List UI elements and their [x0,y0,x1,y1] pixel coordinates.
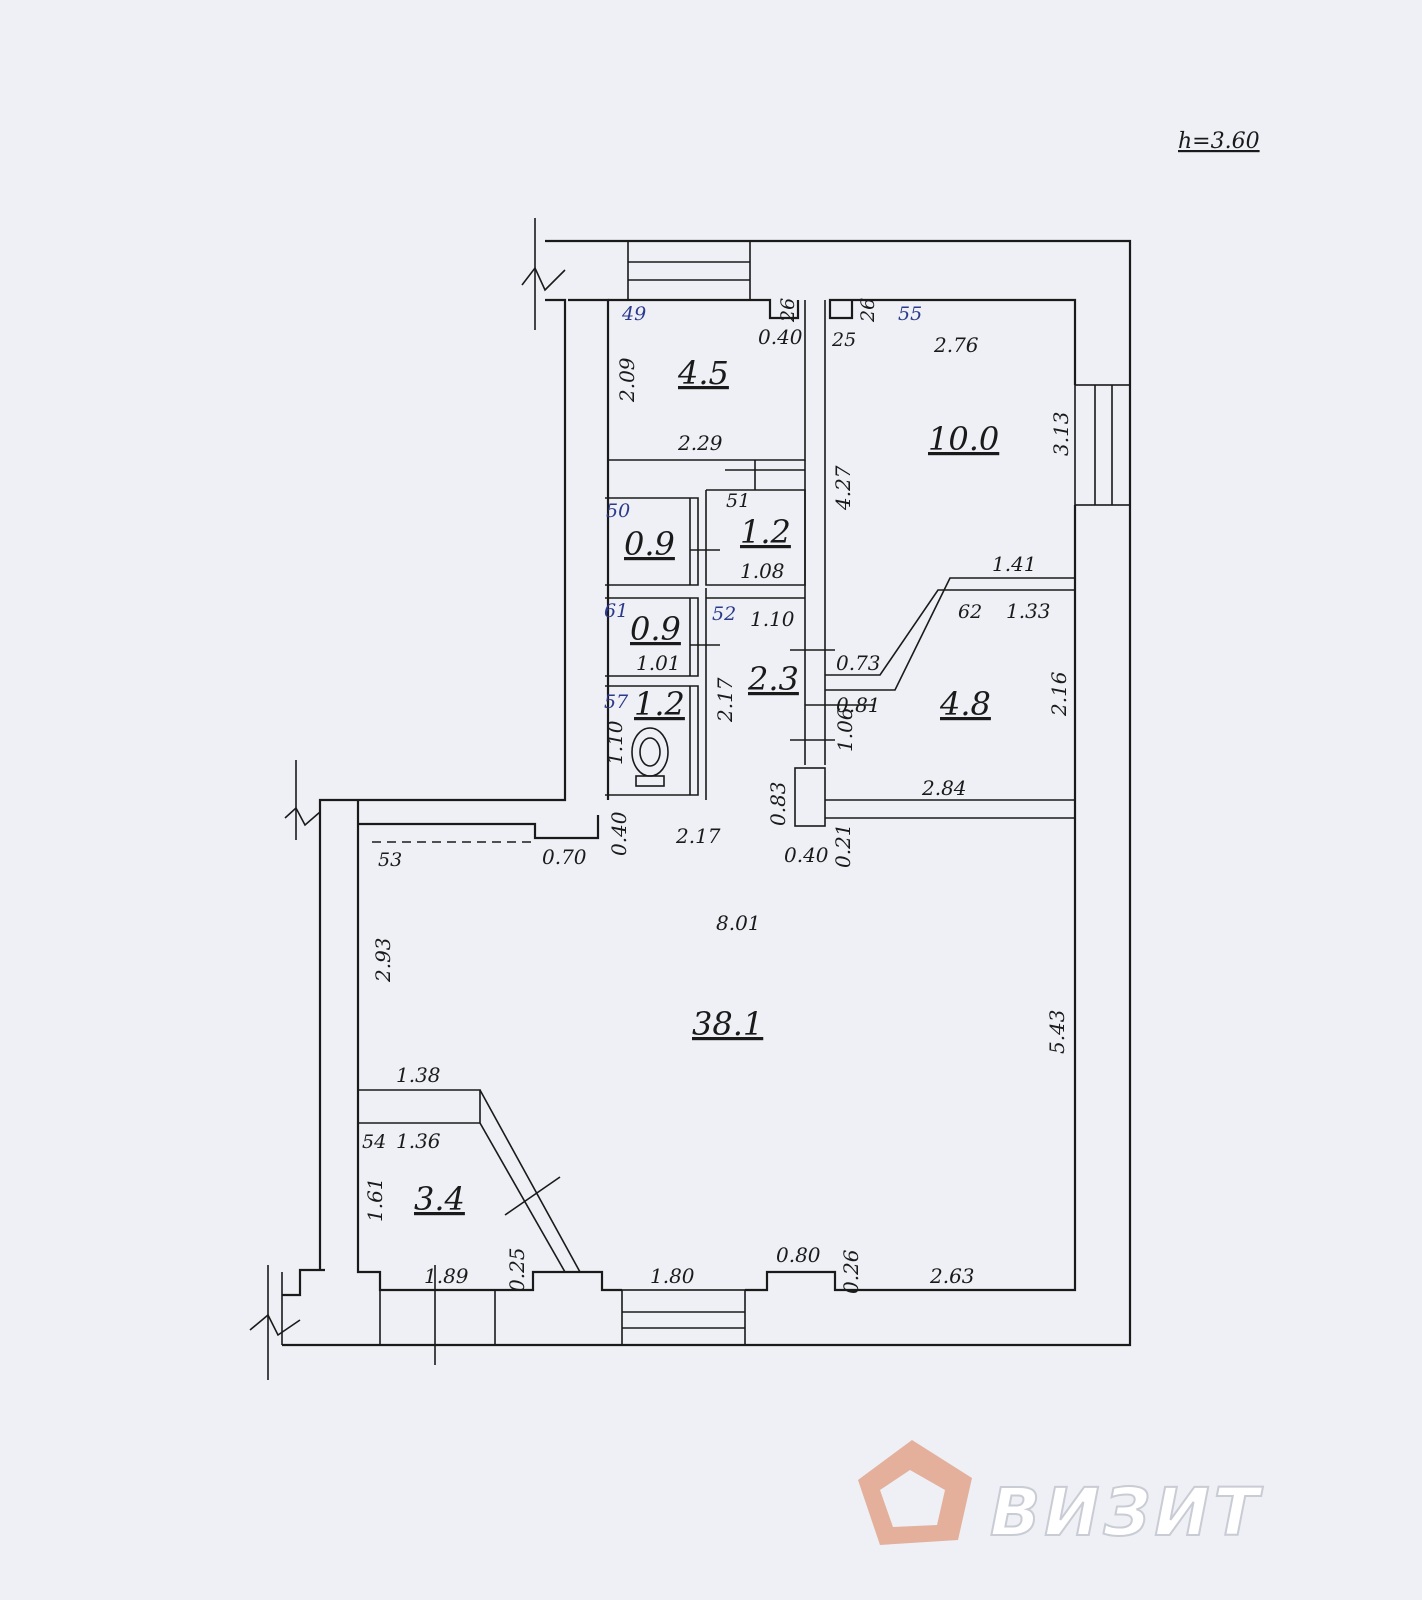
dimension: 1.33 [1006,599,1051,623]
window-bottom-left [379,1265,496,1365]
dimension: 0.40 [758,325,803,349]
dimension: 2.17 [713,677,737,723]
room-number: 52 [712,603,736,625]
dimension: 0.83 [766,781,790,826]
dimension: 2.76 [933,333,979,357]
dimension: 26 [857,298,879,323]
window-top [627,240,751,301]
dimension: 3.13 [1049,411,1073,456]
dimension: 1.10 [750,607,795,631]
dimension: 1.08 [740,559,785,583]
dimension: 0.70 [542,845,587,869]
dimension: 1.61 [363,1177,387,1222]
room-area: 0.9 [624,525,675,563]
dimension-labels: 2.09 2.29 0.40 26 25 26 2.76 3.13 4.27 1… [363,298,1073,1294]
dimension: 1.38 [396,1063,441,1087]
room-number: 55 [898,303,922,325]
dimension: 0.80 [776,1243,821,1267]
room-area: 2.3 [747,660,799,698]
window-bottom [621,1289,746,1346]
dimension: 2.17 [675,824,721,848]
dimension: 0.73 [836,651,881,675]
room-number: 61 [604,600,628,622]
dimension: 0.81 [836,693,881,717]
room-area: 1.2 [740,513,791,551]
room-number: 49 [621,303,646,325]
dimension: 25 [831,329,856,351]
dimension: 1.89 [424,1264,469,1288]
dimension: 0.40 [607,811,631,856]
dimension: 2.63 [929,1264,975,1288]
dimension: 8.01 [716,911,761,935]
dimension: 0.26 [839,1249,863,1294]
room-area: 3.4 [414,1180,465,1218]
room-number: 51 [726,490,750,512]
room-labels: 49 4.5 55 10.0 50 0.9 51 1.2 61 0.9 52 2… [362,303,999,1218]
dimension: 0.40 [784,843,829,867]
dimension: 1.10 [603,720,627,765]
room-number: 50 [606,500,630,522]
dimension: 1.01 [636,651,681,675]
dimension: 2.29 [677,431,723,455]
ceiling-height-label: h=3.60 [1178,129,1260,154]
dimension: 26 [777,298,799,323]
window-right [1074,384,1131,506]
dimension: 2.93 [371,937,395,983]
room-number: 57 [604,691,629,713]
room-area: 0.9 [630,610,681,648]
dimension: 2.09 [615,357,639,403]
toilet-icon [631,727,669,787]
dimension: 5.43 [1045,1009,1069,1054]
brand-logo-text: ВИЗИТ [990,1474,1264,1551]
dimension: 0.25 [505,1247,529,1292]
dimension: 0.21 [831,823,855,868]
dimension: 1.41 [992,552,1037,576]
room-area: 4.5 [677,354,729,392]
dimension: 1.80 [650,1264,695,1288]
dimension: 2.84 [921,776,967,800]
room-area: 10.0 [928,420,999,458]
dimension: 1.36 [396,1129,441,1153]
room-number: 53 [378,849,402,871]
room-number: 54 [362,1131,386,1153]
dimension: 4.27 [831,465,855,511]
room-area: 4.8 [939,685,991,723]
room-number: 62 [958,601,982,623]
room-area: 38.1 [692,1005,763,1043]
dimension: 2.16 [1047,671,1071,717]
dimension: 1.06 [833,707,857,752]
room-area: 1.2 [634,685,685,723]
brand-logo-icon [858,1440,972,1545]
interior-walls [358,300,1075,1273]
